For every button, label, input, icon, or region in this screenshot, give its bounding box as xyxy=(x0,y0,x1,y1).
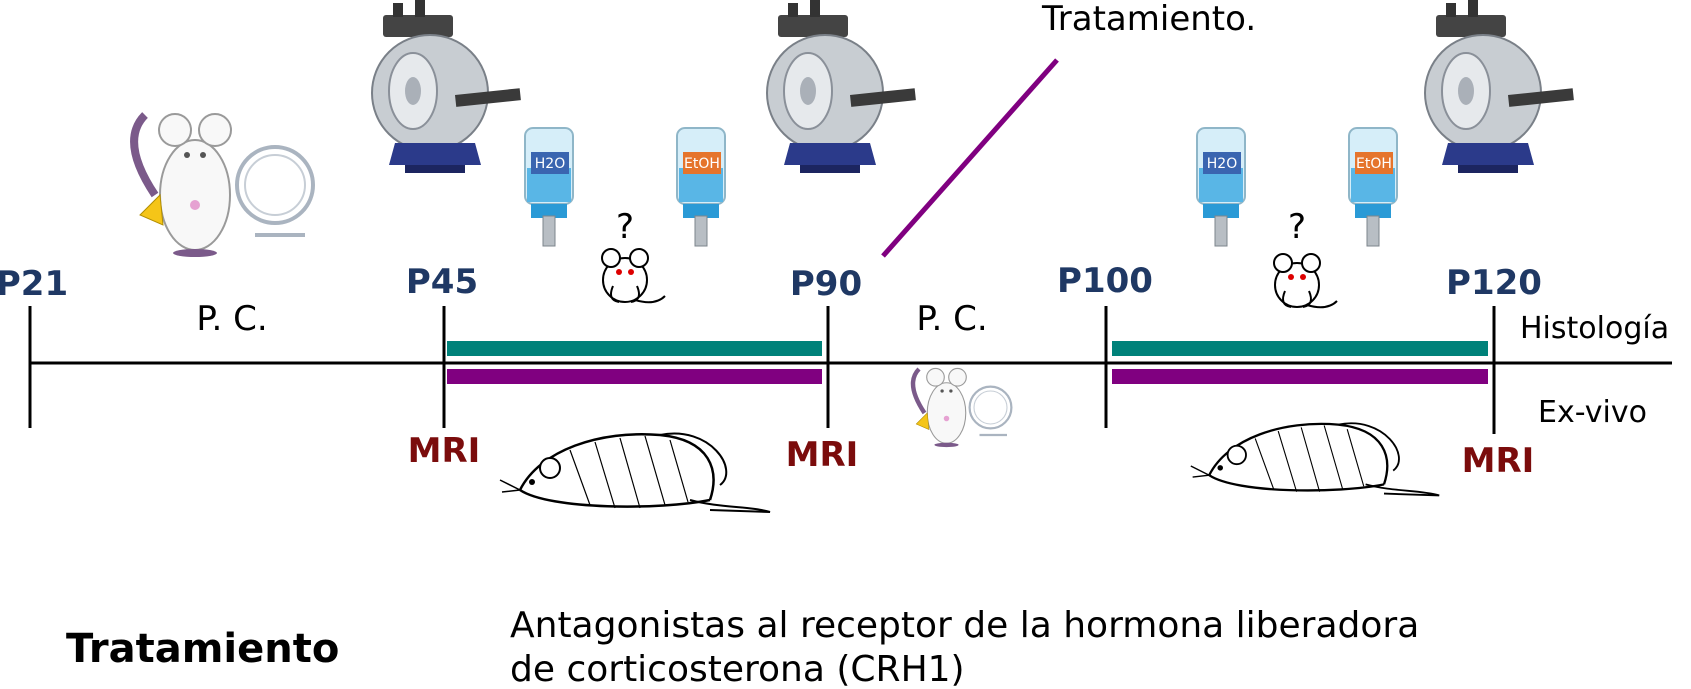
bottle-icon: EtOH xyxy=(676,127,726,247)
mouse-face-icon xyxy=(601,248,666,304)
bottle-icon: H2O xyxy=(524,127,574,247)
pc-label: P. C. xyxy=(916,299,987,339)
question-mark: ? xyxy=(1288,207,1306,247)
exvivo-label: Ex-vivo xyxy=(1538,395,1647,430)
teal-bar xyxy=(1112,341,1488,356)
bottle-icon: EtOH xyxy=(1348,127,1398,247)
histologia-label: Histología xyxy=(1520,311,1669,346)
tratamiento-top-label: Tratamiento. xyxy=(1041,0,1256,39)
mouse-face-icon xyxy=(1273,253,1338,309)
timepoint-label: P100 xyxy=(1057,261,1153,301)
diagonal-line xyxy=(881,58,1059,258)
bottom-line-1: Antagonistas al receptor de la hormona l… xyxy=(510,605,1419,646)
mri-label: MRI xyxy=(1462,441,1535,481)
timepoint-label: P21 xyxy=(0,264,68,304)
lying-rat-icon xyxy=(498,432,772,514)
mri-label: MRI xyxy=(786,435,859,475)
mri-scanner-icon xyxy=(1424,0,1575,174)
mri-scanner-icon xyxy=(766,0,917,174)
sitting-mouse-icon xyxy=(913,368,1011,447)
mri-scanner-icon xyxy=(371,0,522,174)
bottle-etoh-label: EtOH xyxy=(684,156,720,172)
timepoint-label: P120 xyxy=(1446,263,1542,303)
bottle-water-label: H2O xyxy=(1207,156,1237,172)
teal-bar xyxy=(447,341,822,356)
bottom-heading: Tratamiento xyxy=(66,626,339,672)
bottom-line-2: de corticosterona (CRH1) xyxy=(510,649,965,689)
purple-bar xyxy=(1112,369,1488,384)
timepoint-label: P45 xyxy=(406,262,478,302)
bottle-water-label: H2O xyxy=(535,156,565,172)
sitting-mouse-icon xyxy=(134,114,313,257)
bottle-icon: H2O xyxy=(1196,127,1246,247)
pc-label: P. C. xyxy=(196,299,267,339)
mri-label: MRI xyxy=(408,431,481,471)
timepoint-label: P90 xyxy=(790,264,862,304)
bottle-etoh-label: EtOH xyxy=(1356,156,1392,172)
lying-rat-icon xyxy=(1189,422,1441,497)
question-mark: ? xyxy=(616,207,634,247)
purple-bar xyxy=(447,369,822,384)
